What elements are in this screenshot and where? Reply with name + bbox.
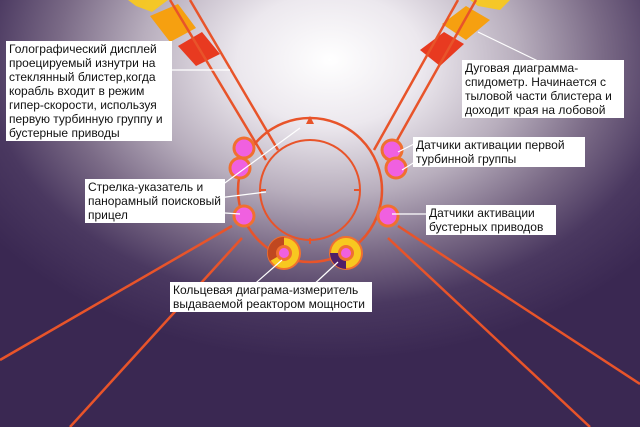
inner-ring <box>259 139 361 241</box>
panoramic-sight <box>236 116 384 264</box>
callout-reactor-ring: Кольцевая диаграма-измеритель выдаваемой… <box>170 282 372 312</box>
arc-segment <box>128 0 168 12</box>
booster-left <box>232 204 256 228</box>
sensor-left-top <box>232 136 256 160</box>
turbine-sensors <box>228 136 408 180</box>
callout-turbine-sensors: Датчики активации первой турбинной групп… <box>413 137 585 167</box>
arc-segment <box>150 4 196 42</box>
reactor-gauge-left <box>267 236 301 270</box>
sensor-right-bottom <box>384 156 408 180</box>
sensor-left-bottom <box>228 156 252 180</box>
reactor-gauge-right <box>329 236 363 270</box>
callout-booster-sensors: Датчики активации бустерных приводов <box>426 205 556 235</box>
arc-segment <box>442 6 490 40</box>
arc-segment <box>470 0 510 10</box>
callout-pointer-arrow: Стрелка-указатель и панорамный поисковый… <box>85 179 225 223</box>
booster-right <box>376 204 400 228</box>
pointer-arrow <box>306 116 314 124</box>
callout-arc-speedometer: Дуговая диаграмма-спидометр. Начинается … <box>462 60 624 118</box>
booster-sensors <box>232 204 400 228</box>
callout-hologram-display: Голографический дисплей проецируемый изн… <box>6 41 172 141</box>
arc-speedometer-right <box>420 0 510 66</box>
